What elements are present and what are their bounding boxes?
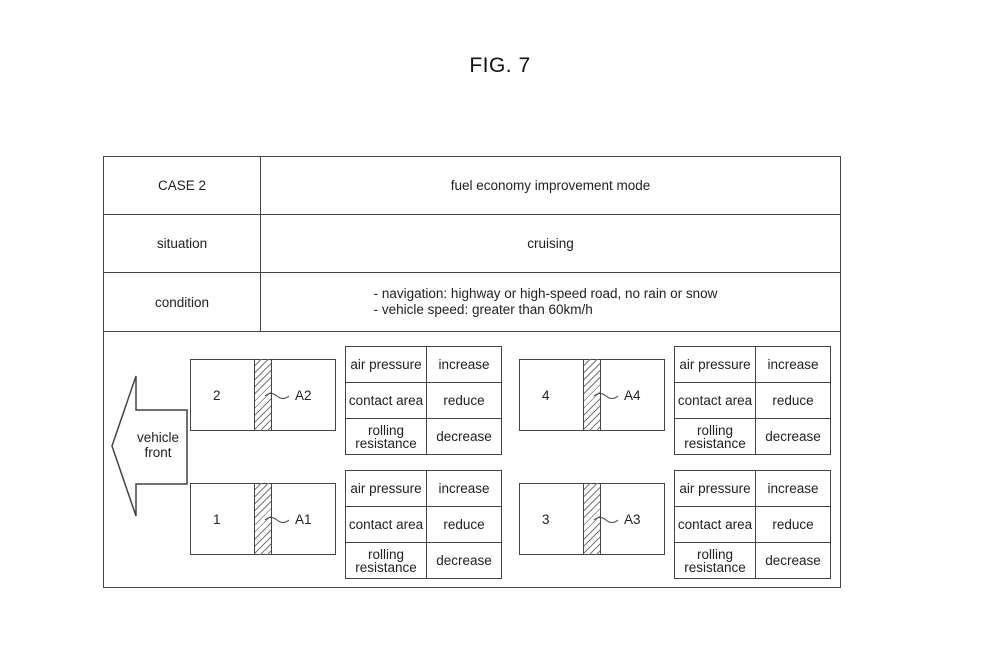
tire-number: 4 <box>542 388 550 403</box>
condition-line-speed: - vehicle speed: greater than 60km/h <box>373 302 593 317</box>
area-label: A2 <box>295 388 312 403</box>
effect-key-line1: rolling <box>367 546 405 562</box>
contact-strip <box>583 359 601 431</box>
area-label: A4 <box>624 388 641 403</box>
effect-value: decrease <box>426 418 502 455</box>
effect-value: increase <box>426 470 502 507</box>
effect-key-line2: resistance <box>684 435 746 451</box>
tire-1: 1 A1 <box>190 483 336 555</box>
case-table: CASE 2 fuel economy improvement mode sit… <box>103 156 841 588</box>
effect-key: contact area <box>674 382 756 419</box>
tire-4: 4 A4 <box>519 359 665 431</box>
effect-value: decrease <box>426 542 502 579</box>
leader-line-icon <box>593 517 619 523</box>
effect-value: decrease <box>755 542 831 579</box>
effect-key: air pressure <box>345 470 427 507</box>
effect-value: decrease <box>755 418 831 455</box>
effect-value: increase <box>755 470 831 507</box>
effect-value: reduce <box>755 506 831 543</box>
tire-3: 3 A3 <box>519 483 665 555</box>
contact-strip <box>254 359 272 431</box>
tire-number: 1 <box>213 512 221 527</box>
condition-label: condition <box>104 273 261 331</box>
mode-value: fuel economy improvement mode <box>450 178 651 193</box>
effect-key-line2: resistance <box>684 559 746 575</box>
case-label: CASE 2 <box>104 157 261 214</box>
vehicle-front-line2: front <box>144 445 172 460</box>
contact-strip <box>583 483 601 555</box>
contact-strip <box>254 483 272 555</box>
case-row: CASE 2 fuel economy improvement mode <box>104 157 840 215</box>
condition-row: condition - navigation: highway or high-… <box>104 273 840 332</box>
effect-key: air pressure <box>674 346 756 383</box>
vehicle-front-arrow-icon <box>111 375 188 517</box>
effect-value: increase <box>755 346 831 383</box>
effect-key-line1: rolling <box>696 422 734 438</box>
effect-key: contact area <box>345 382 427 419</box>
leader-line-icon <box>593 393 619 399</box>
tire-number: 3 <box>542 512 550 527</box>
situation-value: cruising <box>527 236 574 251</box>
area-label: A1 <box>295 512 312 527</box>
effect-value: reduce <box>426 506 502 543</box>
effect-key: air pressure <box>674 470 756 507</box>
effect-value: reduce <box>426 382 502 419</box>
leader-line-icon <box>264 393 290 399</box>
effect-value: reduce <box>755 382 831 419</box>
tire-2: 2 A2 <box>190 359 336 431</box>
figure-title: FIG. 7 <box>469 54 531 77</box>
vehicle-front-line1: vehicle <box>136 430 180 445</box>
effect-key: air pressure <box>345 346 427 383</box>
effect-key-line1: rolling <box>696 546 734 562</box>
leader-line-icon <box>264 517 290 523</box>
effect-key: contact area <box>345 506 427 543</box>
tire-number: 2 <box>213 388 221 403</box>
effect-value: increase <box>426 346 502 383</box>
effect-key-line1: rolling <box>367 422 405 438</box>
area-label: A3 <box>624 512 641 527</box>
condition-line-navigation: - navigation: highway or high-speed road… <box>373 286 718 301</box>
effect-key-line2: resistance <box>355 435 417 451</box>
effect-key-line2: resistance <box>355 559 417 575</box>
effect-key: contact area <box>674 506 756 543</box>
vehicle-front-label: vehicle front <box>128 430 188 460</box>
condition-value: - navigation: highway or high-speed road… <box>261 273 840 331</box>
situation-label: situation <box>104 215 261 272</box>
situation-row: situation cruising <box>104 215 840 273</box>
